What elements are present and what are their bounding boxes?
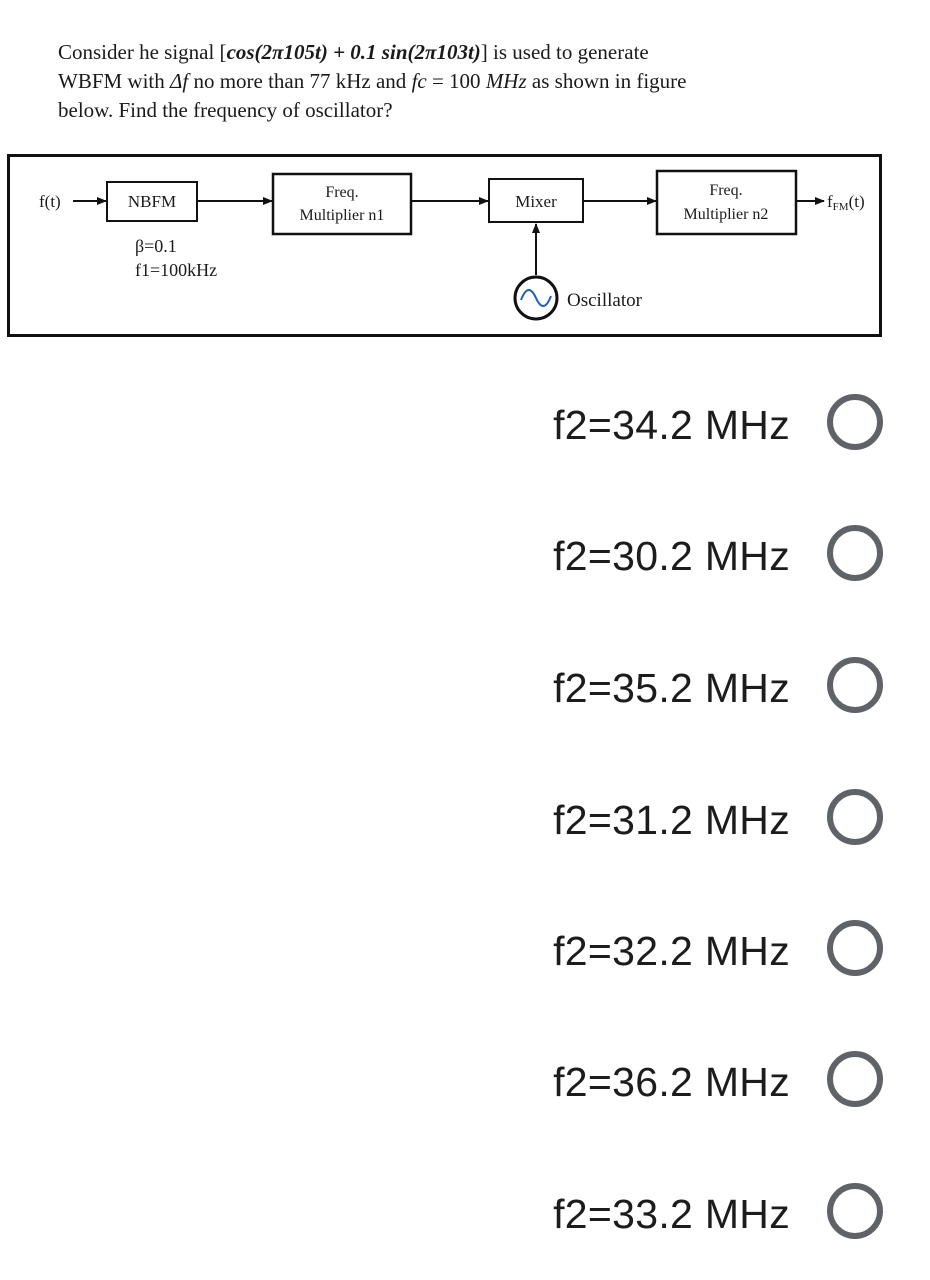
radio-button[interactable] <box>827 525 883 581</box>
sine-wave-icon <box>520 289 552 307</box>
radio-button[interactable] <box>827 1051 883 1107</box>
option-label: f2=36.2 MHz <box>553 1058 790 1105</box>
multiplier-n2-label-line2: Multiplier n2 <box>684 206 769 223</box>
multiplier-n1-label-line2: Multiplier n1 <box>300 207 385 224</box>
answer-option[interactable]: f2=36.2 MHz <box>510 1037 910 1127</box>
radio-button[interactable] <box>827 920 883 976</box>
option-label: f2=31.2 MHz <box>553 796 790 843</box>
signal-expression: cos(2π105t) + 0.1 sin(2π103t) <box>226 40 481 64</box>
answer-option[interactable]: f2=32.2 MHz <box>510 906 910 996</box>
block-diagram-frame: f(t) NBFM β=0.1 f1=100kHz Freq. Multipli… <box>7 154 882 337</box>
question-text: Consider he signal [cos(2π105t) + 0.1 si… <box>58 38 818 125</box>
block-diagram: f(t) NBFM β=0.1 f1=100kHz Freq. Multipli… <box>39 169 865 321</box>
question-text-segment: no more than 77 kHz and <box>188 69 412 93</box>
beta-label: β=0.1 <box>135 236 177 256</box>
input-signal-label: f(t) <box>39 192 61 211</box>
multiplier-n2-label-line1: Freq. <box>709 182 742 199</box>
question-text-segment: ] is used to generate <box>480 40 649 64</box>
radio-button[interactable] <box>827 789 883 845</box>
answer-option[interactable]: f2=30.2 MHz <box>510 511 910 601</box>
oscillator-label: Oscillator <box>567 290 643 311</box>
output-label-end: (t) <box>849 192 865 211</box>
option-label: f2=35.2 MHz <box>553 664 790 711</box>
radio-button[interactable] <box>827 1183 883 1239</box>
option-label: f2=32.2 MHz <box>553 927 790 974</box>
multiplier-n2-block <box>655 169 798 236</box>
multiplier-n1-label-line1: Freq. <box>325 184 358 201</box>
question-line-1: Consider he signal [cos(2π105t) + 0.1 si… <box>58 38 818 67</box>
output-signal-label: fFM(t) <box>827 192 865 213</box>
question-line-3: below. Find the frequency of oscillator? <box>58 98 393 122</box>
answer-option[interactable]: f2=33.2 MHz <box>510 1169 910 1259</box>
option-label: f2=30.2 MHz <box>553 532 790 579</box>
nbfm-label: NBFM <box>128 192 176 211</box>
question-text-segment: = 100 <box>426 69 486 93</box>
option-label: f2=33.2 MHz <box>553 1190 790 1237</box>
answer-option[interactable]: f2=34.2 MHz <box>510 380 910 470</box>
f1-label: f1=100kHz <box>135 260 217 280</box>
radio-button[interactable] <box>827 657 883 713</box>
question-line-2: WBFM with Δf no more than 77 kHz and fc … <box>58 67 818 96</box>
radio-button[interactable] <box>827 394 883 450</box>
output-label-subscript: FM <box>833 201 849 213</box>
fc-symbol: fc <box>411 69 427 93</box>
question-text-segment: WBFM with <box>58 69 171 93</box>
question-text-segment: as shown in figure <box>526 69 687 93</box>
answer-option[interactable]: f2=35.2 MHz <box>510 643 910 733</box>
output-label-main: f <box>827 192 833 211</box>
answer-option[interactable]: f2=31.2 MHz <box>510 775 910 865</box>
mhz-unit: MHz <box>485 69 527 93</box>
multiplier-n1-block <box>271 172 413 236</box>
mixer-label: Mixer <box>515 192 557 211</box>
delta-f-symbol: Δf <box>170 69 189 93</box>
question-text-segment: Consider he signal [ <box>58 40 227 64</box>
option-label: f2=34.2 MHz <box>553 401 790 448</box>
mixer-block <box>488 178 584 223</box>
